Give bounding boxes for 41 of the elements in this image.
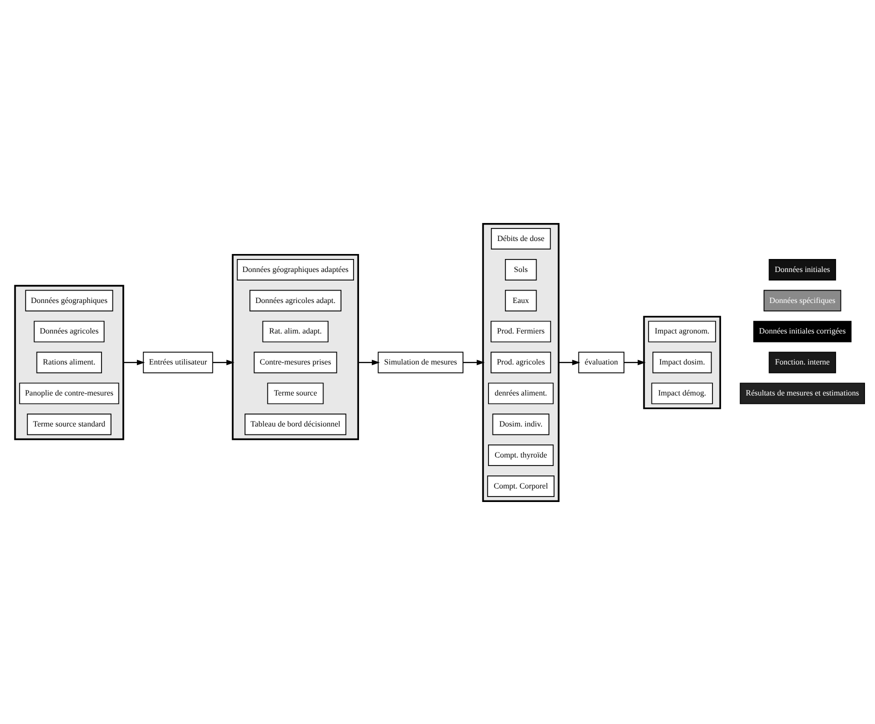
node-box: Impact démog. (651, 382, 713, 404)
cluster (482, 222, 560, 502)
arrow (558, 359, 580, 365)
node-box: Panoplie de contre-mesures (19, 382, 120, 404)
cluster (14, 284, 124, 440)
legend-label: Résultats de mesures et estimations (746, 388, 860, 398)
node-box: Rat. alim. adapt. (262, 320, 329, 342)
arrow (624, 359, 646, 365)
legend-label: Données initiales corrigées (759, 326, 846, 336)
node-box: Tableau de bord décisionnel (244, 413, 346, 435)
cluster (643, 315, 722, 409)
cluster (232, 253, 360, 440)
node-box: denrées aliment. (488, 382, 554, 404)
arrow (358, 359, 380, 365)
node-box: Données géographiques adaptées (236, 258, 354, 280)
node-box: Données agricoles adapt. (249, 289, 342, 311)
legend-label: Données spécifiques (769, 295, 836, 304)
node-box: Impact agronom. (648, 320, 716, 342)
node-box: évaluation (578, 351, 624, 373)
node-box: Dosim. indiv. (492, 413, 550, 435)
node-box: Entrées utilisateur (142, 351, 214, 373)
node-box: Compt. thyroïde (488, 444, 554, 466)
node-box: Prod. Fermiers (490, 320, 552, 342)
node-box: Prod. agricoles (490, 351, 552, 373)
node-box: Terme source (267, 382, 324, 404)
legend-label: Fonction. interne (775, 357, 830, 366)
arrow (212, 359, 234, 365)
node-box: Terme source standard (26, 413, 112, 435)
node-box: Simulation de mesures (378, 351, 464, 373)
node-box: Eaux (504, 289, 537, 311)
node-box: Compt. Corporel (487, 475, 554, 496)
node-box: Données géographiques (25, 289, 114, 311)
arrow (463, 359, 485, 365)
legend-label: Données initiales (774, 264, 830, 274)
arrow (123, 359, 145, 365)
node-box: Débits de dose (490, 228, 551, 250)
node-box: Impact dosim. (652, 351, 712, 373)
node-box: Rations aliment. (36, 351, 102, 373)
node-box: Contre-mesures prises (254, 351, 338, 373)
node-box: Données agricoles (34, 320, 105, 342)
node-box: Sols (504, 258, 537, 280)
